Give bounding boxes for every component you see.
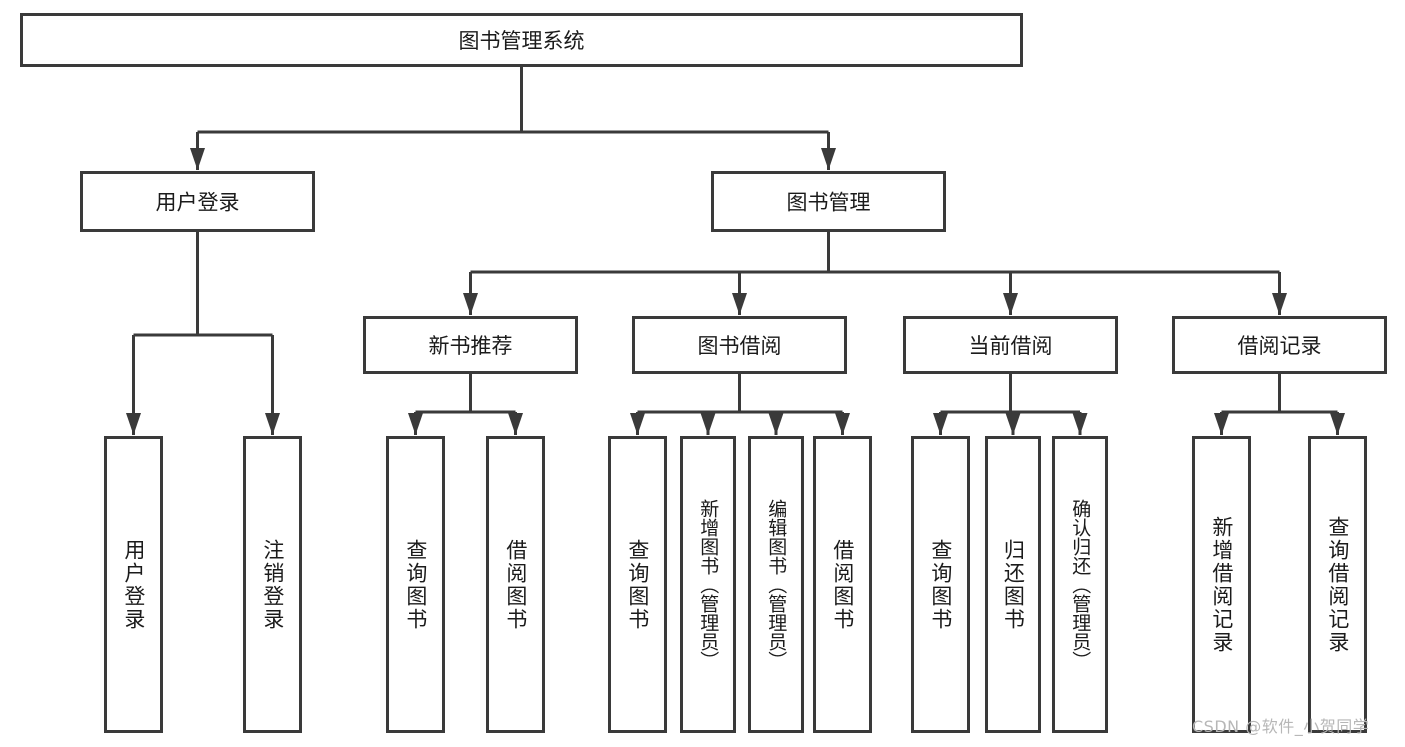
node-box-current-borrow[interactable] bbox=[903, 316, 1118, 374]
node-box-leaf-return-book[interactable] bbox=[985, 436, 1041, 733]
arrow-head-leaf-logout bbox=[265, 413, 280, 435]
connector-layer bbox=[126, 67, 1345, 435]
csdn-watermark: CSDN @软件_小贺同学 bbox=[1192, 717, 1370, 736]
node-box-root[interactable] bbox=[20, 13, 1023, 67]
node-box-leaf-borrow-book-recommend[interactable] bbox=[486, 436, 545, 733]
node-box-book-manage[interactable] bbox=[711, 171, 946, 232]
node-box-new-book-recommend[interactable] bbox=[363, 316, 578, 374]
arrow-head-leaf-query-borrow-record bbox=[1330, 413, 1345, 435]
node-box-user-login[interactable] bbox=[80, 171, 315, 232]
arrow-head-leaf-query-book-recommend bbox=[408, 413, 423, 435]
node-box-leaf-add-borrow-record[interactable] bbox=[1192, 436, 1251, 733]
arrow-head-leaf-query-book-borrow bbox=[630, 413, 645, 435]
arrow-head-leaf-borrow-book bbox=[835, 413, 850, 435]
node-label-new-book-recommend: 新书推荐 bbox=[429, 334, 513, 358]
arrow-head-leaf-add-borrow-record bbox=[1214, 413, 1229, 435]
node-label-root: 图书管理系统 bbox=[459, 29, 585, 53]
node-box-leaf-query-book-recommend[interactable] bbox=[386, 436, 445, 733]
node-label-book-borrow: 图书借阅 bbox=[698, 334, 782, 358]
node-box-leaf-borrow-book[interactable] bbox=[813, 436, 872, 733]
node-label-borrow-record: 借阅记录 bbox=[1238, 334, 1322, 358]
node-box-leaf-confirm-return[interactable] bbox=[1052, 436, 1108, 733]
arrow-head-leaf-return-book bbox=[1005, 413, 1021, 435]
node-box-leaf-add-book[interactable] bbox=[680, 436, 736, 733]
node-box-leaf-query-book-borrow[interactable] bbox=[608, 436, 667, 733]
arrow-head-leaf-borrow-book-recommend bbox=[508, 413, 523, 435]
arrow-head-leaf-user-login bbox=[126, 413, 141, 435]
node-box-leaf-query-book-current[interactable] bbox=[911, 436, 970, 733]
node-box-leaf-query-borrow-record[interactable] bbox=[1308, 436, 1367, 733]
node-label-book-manage: 图书管理 bbox=[787, 191, 871, 215]
node-box-leaf-edit-book[interactable] bbox=[748, 436, 804, 733]
arrow-head-leaf-add-book bbox=[700, 413, 716, 435]
arrow-head-leaf-confirm-return bbox=[1072, 413, 1088, 435]
arrow-head-new-book-recommend bbox=[463, 293, 478, 315]
node-box-leaf-user-login[interactable] bbox=[104, 436, 163, 733]
node-label-current-borrow: 当前借阅 bbox=[969, 334, 1053, 358]
arrow-head-leaf-edit-book bbox=[768, 413, 784, 435]
arrow-head-current-borrow bbox=[1003, 293, 1018, 315]
node-box-leaf-logout[interactable] bbox=[243, 436, 302, 733]
arrow-head-borrow-record bbox=[1272, 293, 1287, 315]
node-label-user-login: 用户登录 bbox=[156, 191, 240, 215]
node-box-book-borrow[interactable] bbox=[632, 316, 847, 374]
arrow-head-user-login bbox=[190, 148, 205, 170]
arrow-head-book-borrow bbox=[732, 293, 747, 315]
arrow-head-leaf-query-book-current bbox=[933, 413, 948, 435]
node-box-borrow-record[interactable] bbox=[1172, 316, 1387, 374]
arrow-head-book-manage bbox=[821, 148, 836, 170]
node-box-layer bbox=[20, 13, 1387, 733]
